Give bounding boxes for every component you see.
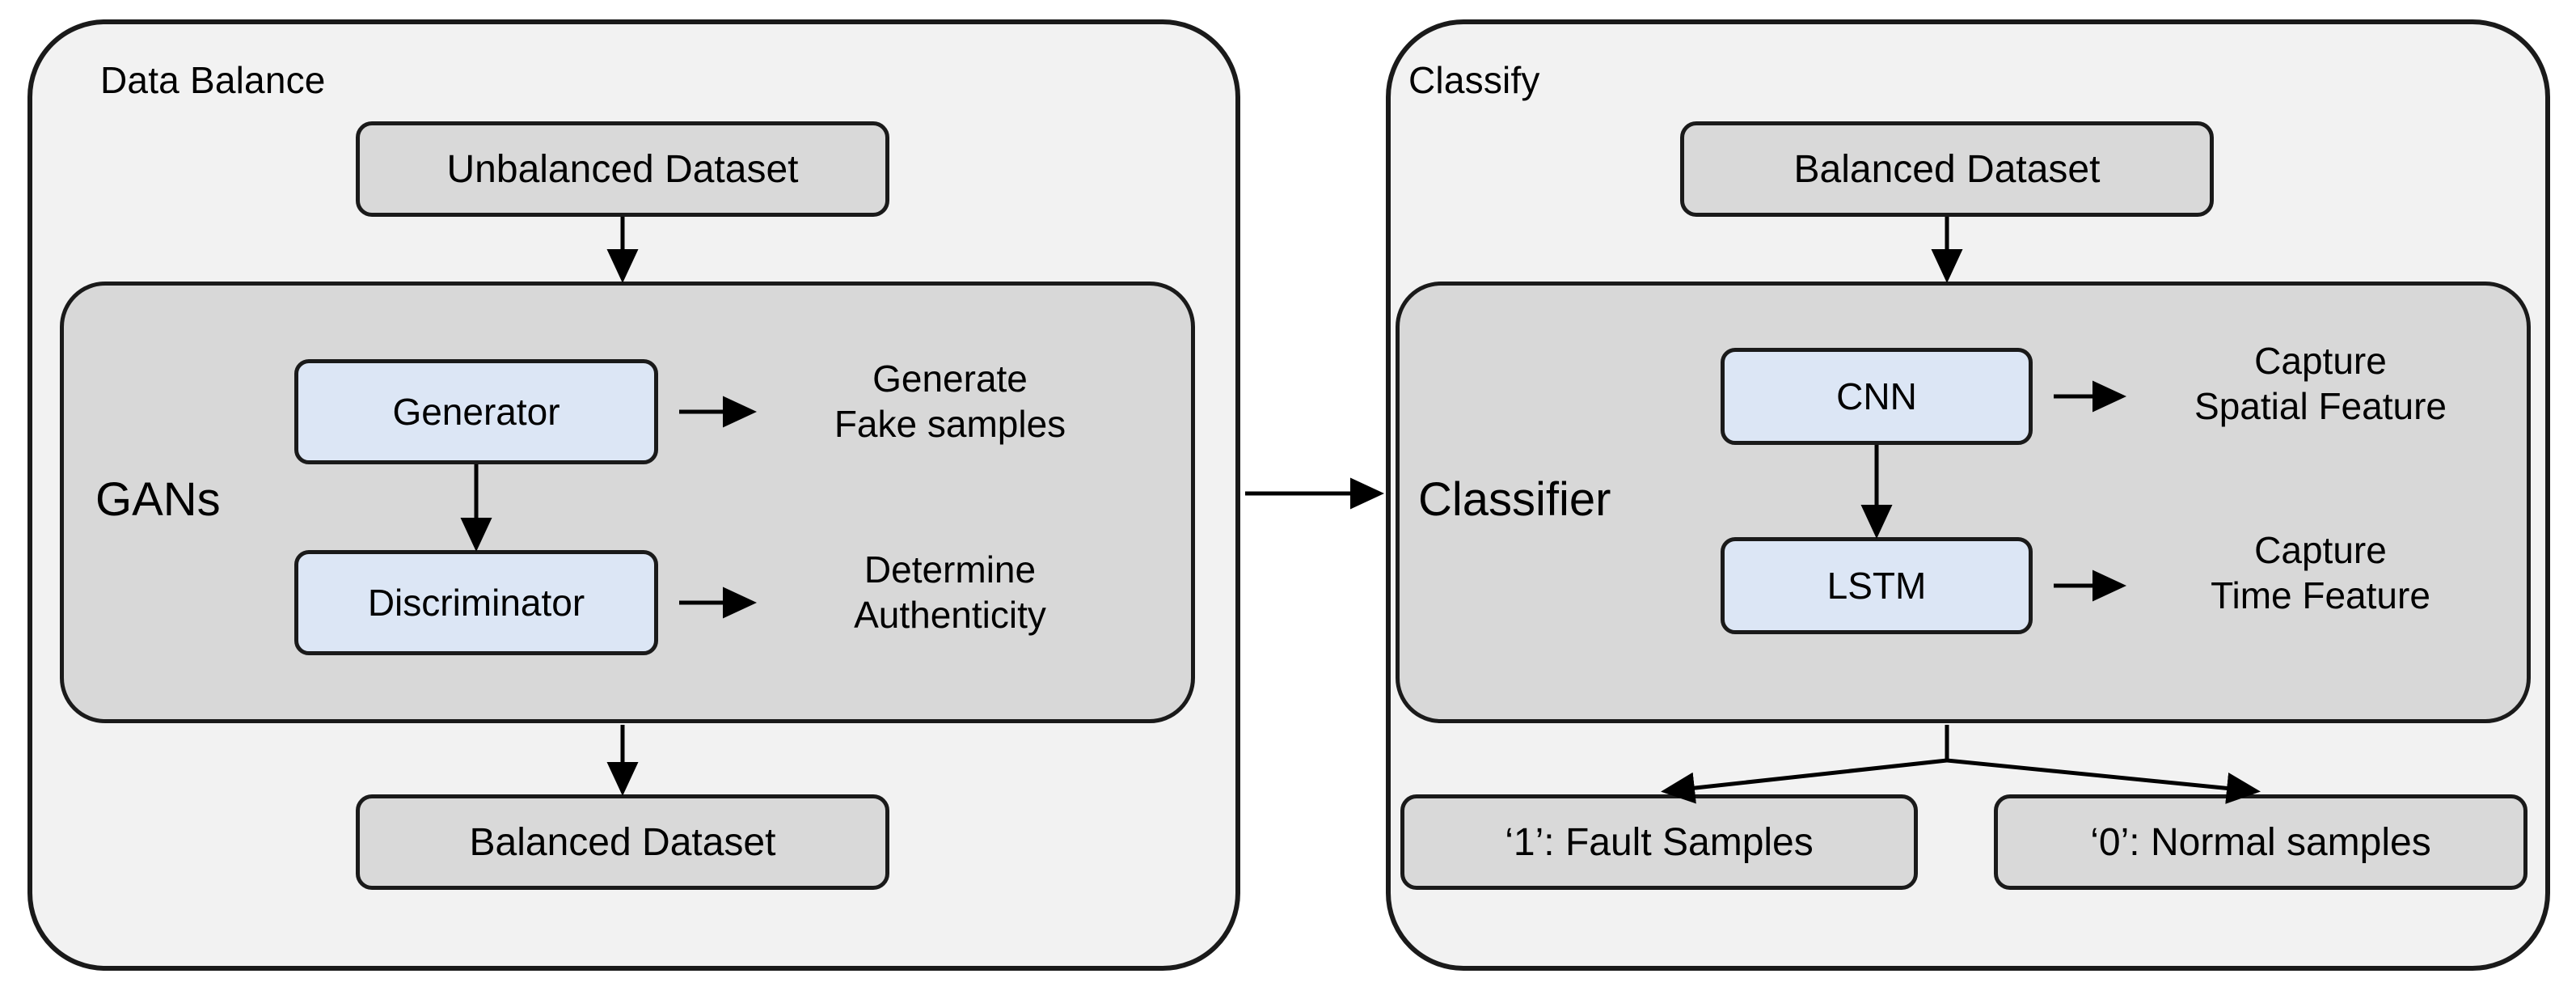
cnn-box: CNN [1721, 348, 2033, 445]
normal-samples-box: ‘0’: Normal samples [1994, 794, 2527, 890]
unbalanced-dataset-label: Unbalanced Dataset [446, 147, 799, 191]
fault-samples-box: ‘1’: Fault Samples [1400, 794, 1918, 890]
fault-samples-label: ‘1’: Fault Samples [1505, 820, 1814, 864]
cnn-label: CNN [1836, 375, 1917, 417]
lstm-label: LSTM [1826, 565, 1927, 607]
normal-samples-label: ‘0’: Normal samples [2090, 820, 2431, 864]
generator-label: Generator [392, 391, 560, 433]
balanced-dataset-box-left: Balanced Dataset [356, 794, 889, 890]
classifier-title: Classifier [1418, 473, 1611, 526]
cnn-note: Capture Spatial Feature [2194, 340, 2447, 428]
balanced-dataset-box-right: Balanced Dataset [1680, 121, 2214, 217]
balanced-dataset-right-label: Balanced Dataset [1793, 147, 2101, 191]
gans-container [60, 282, 1195, 723]
generator-note: Generate Fake samples [834, 358, 1066, 446]
balanced-dataset-left-label: Balanced Dataset [469, 820, 776, 864]
discriminator-label: Discriminator [367, 582, 585, 624]
generator-box: Generator [294, 359, 658, 464]
discriminator-box: Discriminator [294, 550, 658, 655]
lstm-box: LSTM [1721, 537, 2033, 634]
gans-title: GANs [95, 473, 221, 526]
lstm-note: Capture Time Feature [2211, 529, 2430, 617]
unbalanced-dataset-box: Unbalanced Dataset [356, 121, 889, 217]
panel-classify-title: Classify [1408, 59, 1540, 101]
panel-data-balance-title: Data Balance [100, 59, 326, 101]
discriminator-note: Determine Authenticity [854, 548, 1046, 637]
